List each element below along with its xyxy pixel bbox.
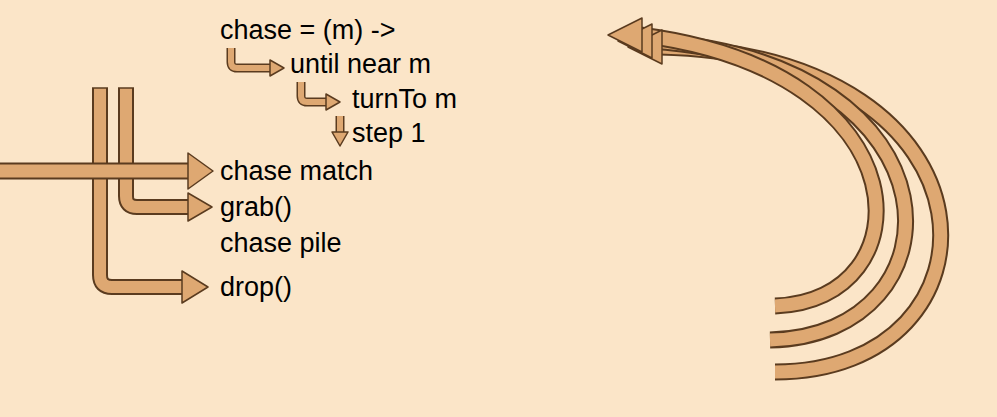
arrow-head <box>188 193 212 221</box>
code-line: grab() <box>220 192 292 222</box>
loop-band <box>640 35 876 306</box>
arrow-head <box>188 153 213 189</box>
flow-bar <box>0 163 190 180</box>
flow-bar <box>126 88 190 207</box>
code-line: chase pile <box>220 228 342 258</box>
arrow-head <box>608 18 642 52</box>
loop-band <box>640 35 876 306</box>
flow-bar <box>126 88 190 207</box>
flow-bar <box>100 88 184 287</box>
code-line: drop() <box>220 272 292 302</box>
flow-bar <box>100 88 184 287</box>
arrow-head <box>270 60 284 76</box>
arrow-head <box>332 132 348 146</box>
code-line: step 1 <box>352 118 426 148</box>
code-line: turnTo m <box>352 84 457 114</box>
arrow-head <box>182 271 208 303</box>
code-line: until near m <box>290 49 431 79</box>
code-line: chase = (m) -> <box>220 15 396 45</box>
code-line: chase match <box>220 156 373 186</box>
arrow-head <box>326 94 340 110</box>
flow-bar <box>0 165 190 178</box>
